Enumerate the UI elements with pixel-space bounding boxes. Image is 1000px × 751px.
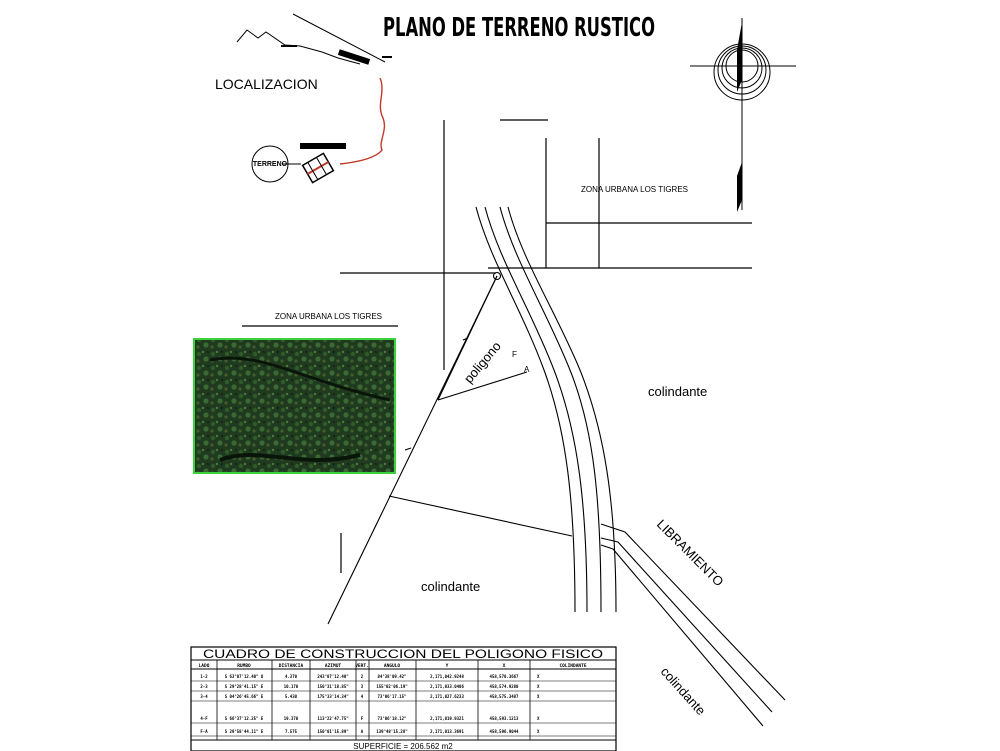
col-header-azimut: AZIMUT <box>325 663 342 669</box>
table-cell-distancia: 7.575 <box>285 729 298 734</box>
street-grid <box>242 119 752 573</box>
table-cell-distancia: 10.170 <box>284 684 299 689</box>
table-header: LADO RUMBO DISTANCIA AZIMUT VERT. ANGULO… <box>199 663 587 669</box>
table-cell-rumbo: S 29°58'44.11" E <box>225 729 264 734</box>
table-cell-lado: F-A <box>200 729 208 734</box>
table-cell-angulo: 155°02'06.19" <box>376 684 407 689</box>
table-cell-azimut: 175°33'14.34" <box>317 694 348 699</box>
table-cell-lado: 4-F <box>200 716 208 721</box>
table-title: CUADRO DE CONSTRUCCION DEL POLIGONO FISI… <box>203 647 603 661</box>
table-cell-x: 458,570.3667 <box>490 674 519 679</box>
table-cell-rumbo: S 29°28'41.15" E <box>225 684 264 689</box>
table-cell-vert: 4 <box>361 694 364 699</box>
col-header-angulo: ANGULO <box>384 663 401 669</box>
col-header-rumbo: RUMBO <box>237 663 251 669</box>
table-cell-y: 2,171,042.9248 <box>430 674 464 679</box>
colindante-bottom: colindante <box>421 579 480 594</box>
table-cell-y: 2,171,033.0406 <box>430 684 464 689</box>
table-cell-x: 458,574.9280 <box>490 684 519 689</box>
table-cell-lado: 3-4 <box>200 694 208 699</box>
table-cell-distancia: 4.370 <box>285 674 298 679</box>
road-label: LIBRAMIENTO <box>654 517 727 590</box>
vegetation-photo <box>193 338 396 474</box>
north-arrow-icon <box>690 18 796 212</box>
table-cell-angulo: 84°38'09.42" <box>378 674 407 679</box>
table-cell-rumbo: S 66°37'12.25" E <box>225 716 264 721</box>
table-cell-x: 458,596.9044 <box>490 729 519 734</box>
col-header-lado: LADO <box>199 663 210 669</box>
table-cell-angulo: 73°06'17.15" <box>378 694 407 699</box>
col-header-vert: VERT. <box>355 663 369 669</box>
table-cell-colindante: X <box>537 684 540 689</box>
table-cell-y: 2,171,027.6233 <box>430 694 464 699</box>
table-cell-colindante: X <box>537 716 540 721</box>
table-cell-angulo: 73°06'18.12" <box>378 716 407 721</box>
property-polygon <box>327 271 573 625</box>
plan-title: PLANO DE TERRENO RUSTICO <box>383 13 655 43</box>
main-road <box>475 206 617 613</box>
table-cell-colindante: X <box>537 674 540 679</box>
table-cell-vert: A <box>361 729 364 734</box>
table-cell-rumbo: S 04°26'45.66" E <box>225 694 264 699</box>
table-cell-vert: 2 <box>361 674 364 679</box>
surface-total: SUPERFICIE = 206.562 m2 <box>353 742 453 751</box>
col-header-distancia: DISTANCIA <box>279 663 304 669</box>
polygon-label: poligono <box>461 339 504 386</box>
construction-table: 1-2 S 63°07'12.40" O 4.370 243°07'12.40" 2 84… <box>190 646 617 751</box>
zone-urban-top: ZONA URBANA LOS TIGRES <box>581 185 688 194</box>
table-cell-azimut: 243°07'12.40" <box>317 674 348 679</box>
table-cell-y: 2,171,019.9321 <box>430 716 464 721</box>
table-cell-x: 458,575.3487 <box>490 694 519 699</box>
libramiento-road <box>600 523 786 727</box>
col-header-y: Y <box>446 663 449 669</box>
vertex-f-label: F <box>512 350 517 359</box>
table-cell-colindante: X <box>537 694 540 699</box>
table-cell-angulo: 139°48'15.28" <box>376 729 407 734</box>
table-cell-azimut: 150°31'18.85" <box>317 684 348 689</box>
colindante-right: colindante <box>648 384 707 399</box>
zone-urban-left: ZONA URBANA LOS TIGRES <box>275 312 382 321</box>
table-cell-vert: 3 <box>361 684 364 689</box>
table-cell-x: 458,593.1213 <box>490 716 519 721</box>
table-cell-rumbo: S 63°07'12.40" O <box>225 674 264 679</box>
table-cell-y: 2,171,013.3691 <box>430 729 464 734</box>
location-sketch <box>236 13 392 184</box>
terrain-label: TERRENO <box>253 161 288 168</box>
table-cell-distancia: 19.370 <box>284 716 299 721</box>
table-cell-azimut: 113°22'47.75" <box>317 716 348 721</box>
vertex-a-label: A <box>524 365 530 374</box>
table-cell-distancia: 5.430 <box>285 694 298 699</box>
col-header-colindante: COLINDANTE <box>559 663 586 669</box>
table-cell-lado: 1-2 <box>200 674 208 679</box>
table-cell-vert: F <box>361 716 364 721</box>
table-cell-lado: 2-3 <box>200 684 208 689</box>
table-rows: 1-2 S 63°07'12.40" O 4.370 243°07'12.40" 2 84… <box>191 674 616 737</box>
table-cell-azimut: 150°01'15.89" <box>317 729 348 734</box>
colindante-corner: colindante <box>658 664 709 718</box>
location-label: LOCALIZACION <box>215 76 318 92</box>
table-cell-colindante: X <box>537 729 540 734</box>
col-header-x: X <box>503 663 506 669</box>
